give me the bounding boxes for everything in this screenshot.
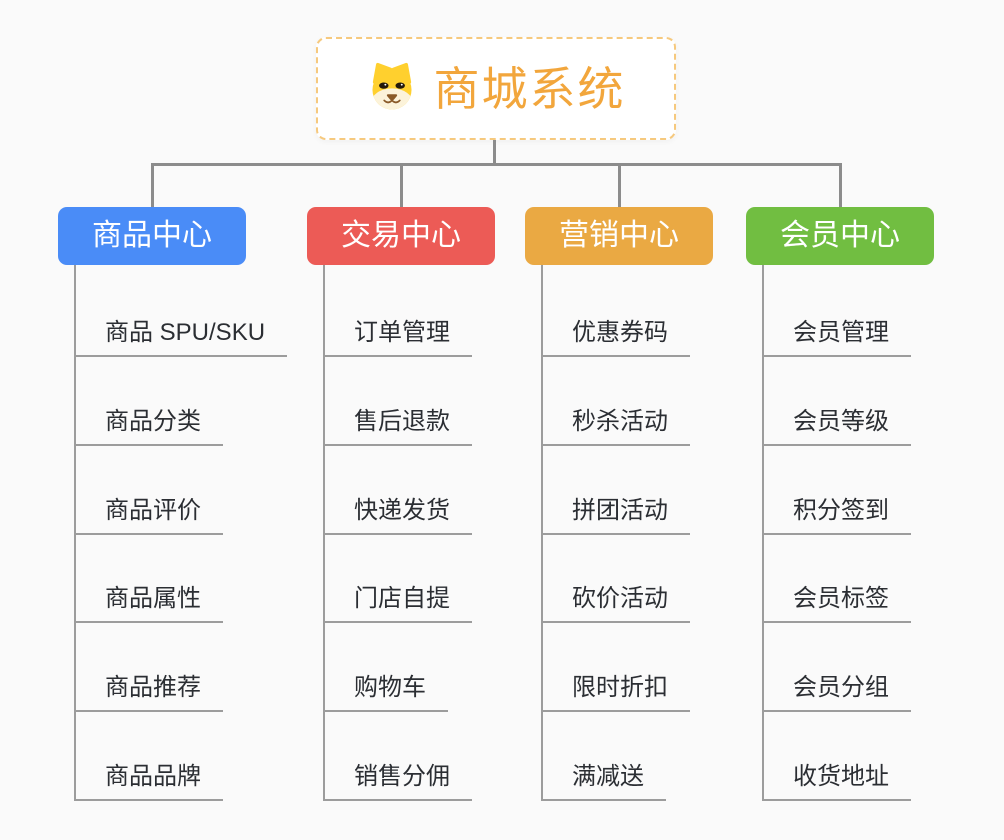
- subtopic[interactable]: 秒杀活动: [541, 407, 690, 446]
- subtopic[interactable]: 售后退款: [323, 407, 472, 446]
- connector-line: [150, 163, 154, 207]
- connector-line: [493, 140, 496, 166]
- subtopic[interactable]: 商品评价: [74, 496, 223, 535]
- branch-topic[interactable]: 交易中心: [307, 207, 495, 265]
- root-topic-label: 商城系统: [433, 62, 626, 115]
- subtopic[interactable]: 销售分佣: [323, 762, 472, 801]
- connector-line: [838, 163, 842, 207]
- subtopic[interactable]: 会员分组: [762, 673, 911, 712]
- subtopic[interactable]: 会员管理: [762, 318, 911, 357]
- subtopic[interactable]: 积分签到: [762, 496, 911, 535]
- subtopic[interactable]: 限时折扣: [541, 673, 690, 712]
- subtopic[interactable]: 砍价活动: [541, 584, 690, 623]
- subtopic[interactable]: 商品品牌: [74, 762, 223, 801]
- branch-topic[interactable]: 营销中心: [525, 207, 713, 265]
- subtopic[interactable]: 快递发货: [323, 496, 472, 535]
- subtopic[interactable]: 商品 SPU/SKU: [74, 318, 288, 357]
- branch-topic[interactable]: 商品中心: [58, 207, 246, 265]
- subtopic[interactable]: 订单管理: [323, 318, 472, 357]
- branch-topic-label: 商品中心: [92, 219, 212, 252]
- subtopic[interactable]: 会员标签: [762, 584, 911, 623]
- branch-topic-label: 营销中心: [559, 219, 679, 252]
- connector-line: [150, 163, 842, 166]
- root-topic[interactable]: 商城系统: [316, 37, 676, 140]
- connector-line: [399, 163, 403, 207]
- subtopic[interactable]: 满减送: [541, 762, 666, 801]
- subtopic[interactable]: 门店自提: [323, 584, 472, 623]
- subtopic[interactable]: 拼团活动: [541, 496, 690, 535]
- subtopic[interactable]: 商品分类: [74, 407, 223, 446]
- connector-line: [617, 163, 621, 207]
- subtopic[interactable]: 购物车: [323, 673, 448, 712]
- dog-face-icon: [367, 61, 417, 116]
- branch-topic[interactable]: 会员中心: [746, 207, 934, 265]
- subtopic[interactable]: 商品推荐: [74, 673, 223, 712]
- branch-topic-label: 交易中心: [341, 219, 461, 252]
- subtopic[interactable]: 收货地址: [762, 762, 911, 801]
- branch-topic-label: 会员中心: [780, 219, 900, 252]
- subtopic[interactable]: 商品属性: [74, 584, 223, 623]
- subtopic[interactable]: 优惠券码: [541, 318, 690, 357]
- subtopic[interactable]: 会员等级: [762, 407, 911, 446]
